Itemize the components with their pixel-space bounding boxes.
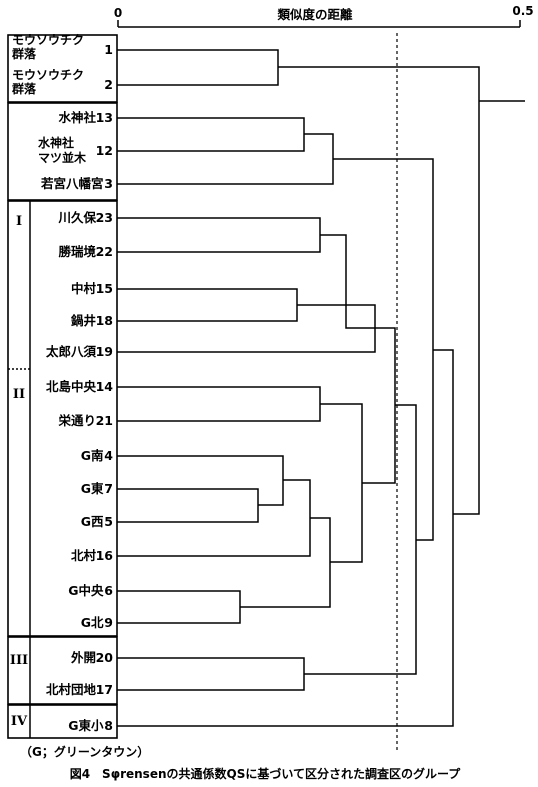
leaf-name: 水神社 <box>58 110 96 125</box>
leaf-name: G中央 <box>68 583 104 598</box>
branch-15-18 <box>117 288 298 322</box>
leaf-number: 3 <box>104 176 113 191</box>
leaf-number: 6 <box>104 583 113 598</box>
leaf-name: 北村団地 <box>46 682 97 697</box>
branch-15-18-19 <box>117 304 376 353</box>
leaf-number: 9 <box>104 615 113 630</box>
group-label-I: I <box>16 214 22 229</box>
branch-6-9 <box>117 590 241 624</box>
group-box-IV <box>7 704 118 739</box>
group-box-I-II <box>7 200 118 637</box>
leaf-number: 1 <box>104 42 113 57</box>
leaf-number: 20 <box>96 650 114 665</box>
group-box-III <box>7 636 118 705</box>
leaf-name: 北村 <box>71 548 97 563</box>
leaf-number: 12 <box>96 143 113 158</box>
axis-tick-max: 0.5 <box>512 4 533 18</box>
branch-G-cluster <box>240 517 331 608</box>
leaf-name: G東小 <box>68 718 104 733</box>
leaf-label: 12 水神社マツ並木 <box>38 135 113 165</box>
leaf-name: 中村 <box>71 281 97 296</box>
leaf-name: 若宮八幡宮 <box>40 176 104 191</box>
dendrogram-branches <box>117 49 525 727</box>
leaf-label: 1 モウソウチク群落 <box>11 33 113 61</box>
leaf-number: 18 <box>96 313 113 328</box>
leaf-number: 17 <box>96 682 113 697</box>
branch-group-I <box>320 234 375 329</box>
leaf-name: 栄通り <box>57 413 96 428</box>
branch-13-12-3 <box>117 133 334 185</box>
leaf-label: 9G北 <box>81 615 113 630</box>
leaf-number: 2 <box>104 77 113 92</box>
leaf-name: G東 <box>81 481 104 496</box>
branch-4-7-5-16 <box>117 479 311 557</box>
branch-23-22 <box>117 217 321 253</box>
leaf-number: 16 <box>96 548 114 563</box>
leaf-label: 7G東 <box>81 481 113 496</box>
footnote: （G；グリーンタウン） <box>20 744 149 759</box>
leaf-label: 4G南 <box>81 448 114 463</box>
leaf-name: 外開 <box>70 650 96 665</box>
leaf-name: G南 <box>81 448 104 463</box>
distance-axis: 0 類似度の距離 0.5 <box>114 4 534 28</box>
branch-14-21 <box>117 386 321 422</box>
leaf-name: G北 <box>81 615 104 630</box>
leaf-label: 5G西 <box>81 514 113 529</box>
leaf-name: モウソウチク群落 <box>11 33 84 61</box>
leaf-name: 太郎八須 <box>46 344 97 359</box>
leaf-number: 13 <box>96 110 113 125</box>
group-boxes: I II III IV <box>7 34 118 739</box>
branch-20-17 <box>117 657 305 691</box>
branch-root <box>278 66 480 515</box>
branch-8-join <box>117 349 454 727</box>
leaf-name: G西 <box>81 514 104 529</box>
leaf-number: 14 <box>96 379 114 394</box>
leaf-number: 4 <box>104 448 113 463</box>
group-box-bamboo <box>7 34 118 103</box>
leaf-number: 21 <box>96 413 113 428</box>
leaf-name: 北島中央 <box>46 379 97 394</box>
leaf-number: 8 <box>104 718 113 733</box>
leaf-name: モウソウチク群落 <box>11 68 84 96</box>
leaf-number: 15 <box>96 281 113 296</box>
leaf-name: 鍋井 <box>71 313 97 328</box>
branch-7-5 <box>117 488 259 523</box>
figure-caption: 図4 Sφrensenの共通係数QSに基づいて区分された調査区のグループ <box>70 766 462 781</box>
axis-title: 類似度の距離 <box>276 7 353 22</box>
branch-13-12 <box>117 117 305 152</box>
group-label-II: II <box>13 387 25 402</box>
branch-group-II <box>320 403 363 563</box>
leaf-name: 水神社マツ並木 <box>38 135 87 165</box>
group-label-IV: IV <box>11 714 28 729</box>
leaf-number: 19 <box>96 344 113 359</box>
group-label-III: III <box>10 653 28 668</box>
leaf-number: 22 <box>96 244 113 259</box>
leaf-label: 2 モウソウチク群落 <box>11 68 113 96</box>
leaf-number: 5 <box>104 514 113 529</box>
branch-1-2 <box>117 49 279 86</box>
branch-I-II-III <box>304 404 417 675</box>
leaf-number: 23 <box>96 210 113 225</box>
leaf-name: 勝瑞境 <box>58 244 96 259</box>
leaf-name: 川久保 <box>57 210 96 225</box>
leaf-number: 7 <box>104 481 113 496</box>
axis-tick-min: 0 <box>114 6 122 20</box>
